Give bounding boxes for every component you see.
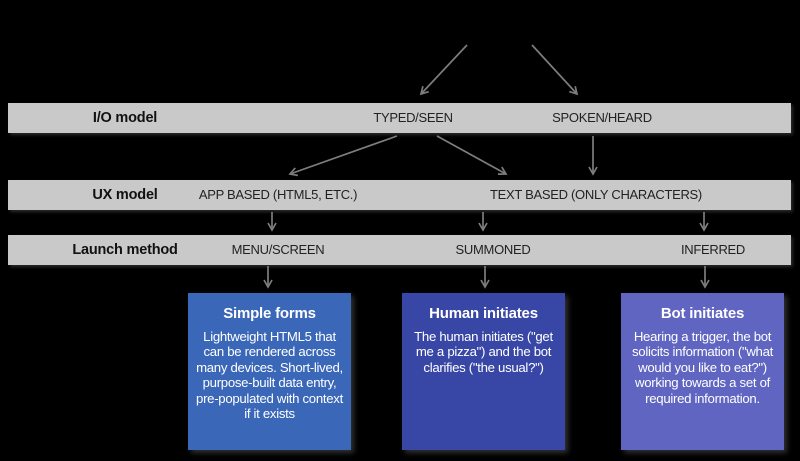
outcome-simple-forms-body: Lightweight HTML5 that can be rendered a… — [196, 329, 343, 422]
outcome-simple-forms: Simple forms Lightweight HTML5 that can … — [188, 293, 351, 450]
option-app-based: APP BASED (HTML5, ETC.) — [198, 187, 358, 202]
arrow-root-to-typed-seen — [419, 44, 468, 96]
outcome-bot-initiates: Bot initiates Hearing a trigger, the bot… — [621, 293, 784, 450]
outcome-human-initiates-body: The human initiates ("get me a pizza") a… — [414, 329, 553, 375]
row-launch-method-label: Launch method — [72, 242, 178, 258]
option-typed-seen: TYPED/SEEN — [373, 110, 453, 125]
outcome-human-initiates: Human initiates The human initiates ("ge… — [402, 293, 565, 450]
arrow-typed-to-app-based — [288, 135, 398, 177]
option-spoken-heard: SPOKEN/HEARD — [552, 110, 652, 125]
option-inferred: INFERRED — [680, 242, 746, 257]
outcome-simple-forms-title: Simple forms — [223, 305, 316, 322]
row-io-model: I/O model TYPED/SEEN SPOKEN/HEARD — [8, 103, 791, 133]
option-text-based: TEXT BASED (ONLY CHARACTERS) — [490, 187, 702, 202]
row-ux-model: UX model APP BASED (HTML5, ETC.) TEXT BA… — [8, 180, 791, 210]
outcome-bot-initiates-title: Bot initiates — [660, 305, 745, 322]
arrow-typed-to-text-based — [436, 135, 508, 175]
outcome-bot-initiates-body: Hearing a trigger, the bot solicits info… — [632, 329, 773, 406]
arrow-root-to-spoken-heard — [531, 44, 579, 96]
row-launch-method: Launch method MENU/SCREEN SUMMONED INFER… — [8, 235, 791, 265]
option-menu-screen: MENU/SCREEN — [231, 242, 325, 257]
option-summoned: SUMMONED — [455, 242, 531, 257]
row-ux-model-label: UX model — [92, 187, 158, 203]
outcome-human-initiates-title: Human initiates — [429, 305, 538, 322]
row-io-model-label: I/O model — [92, 110, 158, 126]
